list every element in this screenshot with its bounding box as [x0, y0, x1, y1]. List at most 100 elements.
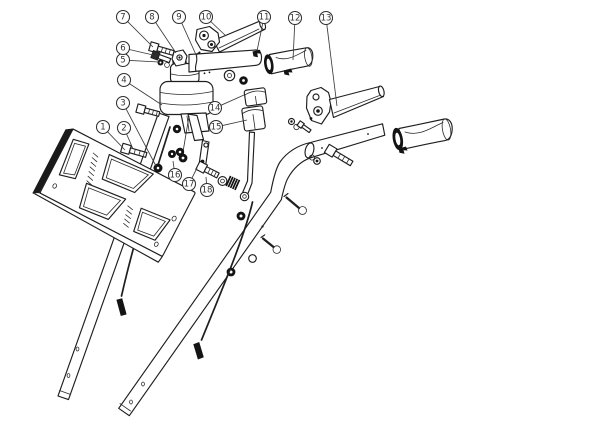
- shift-knob-lower: [241, 105, 266, 132]
- callout-9: 9: [171, 9, 198, 58]
- callout-11: 11: [256, 9, 272, 52]
- clamp-plate-8: [171, 49, 188, 67]
- cable-rod-end-lower: [260, 234, 281, 254]
- callout-label: 16: [170, 171, 181, 181]
- callout-bubble-6: [115, 40, 131, 56]
- callout-label: 9: [176, 13, 181, 23]
- bolt-6: [150, 49, 172, 64]
- small-hardware-right: [287, 117, 321, 165]
- callout-label: 15: [211, 123, 222, 133]
- leader-line-5: [129, 59, 160, 63]
- callout-label: 1: [100, 123, 105, 133]
- leader-line-7: [127, 21, 154, 48]
- cotter-pin-9: [194, 51, 201, 72]
- shift-lever-arm: [239, 131, 256, 202]
- callout-label: 10: [201, 13, 212, 23]
- callout-bubble-15: [208, 119, 224, 135]
- callout-10: 10: [198, 9, 227, 37]
- left-upper-tube: [188, 49, 263, 75]
- callout-bubble-18: [199, 182, 215, 198]
- bolt-2: [120, 142, 148, 158]
- right-lever-body: [328, 85, 385, 119]
- callout-label: 17: [184, 180, 195, 190]
- callout-label: 6: [120, 44, 125, 54]
- callout-4: 4: [116, 72, 163, 106]
- grip-left: [263, 47, 314, 76]
- callout-14: 14: [207, 94, 245, 116]
- leader-line-18: [205, 176, 207, 184]
- cable-rod-end-upper: [283, 192, 307, 215]
- callout-13: 13: [318, 10, 338, 107]
- right-lever-bracket: [305, 86, 332, 125]
- callout-label: 5: [120, 56, 125, 66]
- leader-line-1: [107, 131, 126, 151]
- callout-bubble-13: [318, 10, 334, 26]
- leader-line-8: [155, 22, 177, 54]
- callout-label: 8: [149, 13, 154, 23]
- clip-pin-11: [252, 49, 261, 58]
- control-lever-upper: [194, 19, 267, 53]
- callout-6: 6: [115, 40, 154, 56]
- leader-line-6: [129, 49, 154, 56]
- callout-bubble-7: [115, 9, 131, 25]
- callout-bubble-4: [116, 72, 132, 88]
- callout-16: 16: [167, 160, 183, 183]
- callout-bubble-3: [115, 95, 131, 111]
- right-control-cable: [193, 201, 254, 360]
- leader-line-9: [181, 22, 198, 58]
- leader-line-16: [172, 160, 175, 169]
- leader-line-14: [220, 94, 245, 106]
- callout-label: 18: [202, 186, 213, 196]
- callout-12: 12: [287, 10, 303, 61]
- callout-bubble-14: [207, 100, 223, 116]
- callout-1: 1: [95, 119, 126, 151]
- leader-line-17: [191, 167, 198, 179]
- bolt-3: [135, 103, 161, 117]
- callout-bubble-12: [287, 10, 303, 26]
- leader-line-12: [292, 24, 296, 61]
- nut-5: [157, 59, 170, 68]
- callout-bubble-11: [256, 9, 272, 25]
- leader-line-10: [210, 21, 227, 37]
- callout-bubble-8: [144, 9, 160, 25]
- handlebar-stem-bellows: [159, 55, 214, 162]
- flange-nuts-16: [168, 150, 188, 163]
- callout-bubble-17: [181, 176, 197, 192]
- callout-bubble-10: [198, 9, 214, 25]
- callout-label: 7: [120, 13, 125, 23]
- leader-line-4: [129, 83, 163, 106]
- callout-7: 7: [115, 9, 154, 48]
- washer-and-nut: [223, 69, 248, 85]
- callout-label: 11: [259, 13, 270, 23]
- callout-label: 4: [121, 76, 126, 86]
- callout-label: 2: [121, 124, 126, 134]
- bolt-18: [195, 160, 220, 179]
- callout-label: 13: [321, 14, 332, 24]
- leader-line-11: [256, 23, 264, 52]
- callout-17: 17: [181, 167, 198, 192]
- callout-8: 8: [144, 9, 177, 54]
- callout-bubble-1: [95, 119, 111, 135]
- bolt-right-mid: [323, 143, 354, 167]
- panel-plate: [32, 128, 196, 263]
- callout-bubble-2: [116, 120, 132, 136]
- callout-label: 12: [290, 14, 301, 24]
- leader-line-15: [222, 119, 248, 127]
- callout-label: 3: [120, 99, 125, 109]
- callout-3: 3: [115, 95, 157, 167]
- grip-right: [392, 118, 453, 154]
- leader-line-2: [126, 133, 134, 150]
- callout-18: 18: [199, 176, 215, 198]
- callout-bubble-16: [167, 167, 183, 183]
- bolt-7: [148, 41, 175, 56]
- washer-and-spring: [217, 175, 241, 191]
- callout-2: 2: [116, 120, 134, 150]
- callout-bubble-9: [171, 9, 187, 25]
- shift-knob-upper: [243, 87, 268, 107]
- leader-line-13: [326, 24, 338, 107]
- leader-line-3: [125, 108, 157, 167]
- callout-15: 15: [208, 119, 248, 135]
